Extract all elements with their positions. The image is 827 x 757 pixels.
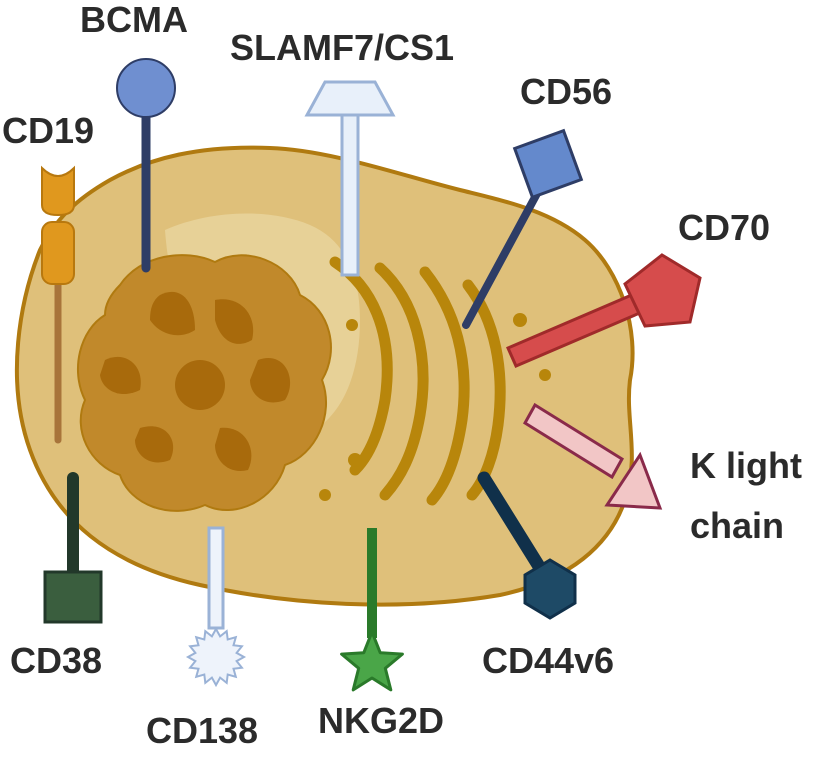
cd56-head xyxy=(512,128,584,200)
label-bcma: BCMA xyxy=(80,0,188,40)
chromatin-lobe xyxy=(215,299,254,344)
bcma-head xyxy=(116,58,176,118)
cd44v6-head xyxy=(523,558,577,620)
label-cd56: CD56 xyxy=(520,71,612,112)
er-vesicles xyxy=(319,313,551,501)
cd19-head-bottom xyxy=(41,221,75,285)
cd19-head-top xyxy=(41,165,75,217)
chromatin-lobe xyxy=(215,427,252,471)
cd56-receptor xyxy=(462,128,584,329)
er-stripe xyxy=(419,266,470,506)
er-vesicle xyxy=(319,489,331,501)
cd38-head xyxy=(43,570,103,624)
endoplasmic-reticulum xyxy=(329,256,506,506)
label-slamf7: SLAMF7/CS1 xyxy=(230,27,454,68)
er-stripe xyxy=(374,262,429,501)
cd44v6-stem xyxy=(477,471,547,575)
bcma-receptor xyxy=(116,58,176,273)
slamf7-receptor xyxy=(304,80,396,277)
label-cd70: CD70 xyxy=(678,207,770,248)
cd56-stem xyxy=(462,184,544,329)
cd138-stem xyxy=(207,526,225,630)
cd138-receptor xyxy=(185,526,247,688)
label-cd19: CD19 xyxy=(2,110,94,151)
cd19-receptor xyxy=(41,165,75,444)
k-light-arrowhead xyxy=(604,451,663,510)
chromatin-lobe xyxy=(250,358,291,403)
nkg2d-receptor xyxy=(340,528,404,692)
k-light-shaft xyxy=(522,402,625,480)
nkg2d-head xyxy=(340,630,404,692)
label-k-light-line1: K light xyxy=(690,445,802,486)
cd38-receptor xyxy=(43,472,103,624)
slamf7-head xyxy=(304,80,396,117)
label-cd138: CD138 xyxy=(146,710,258,751)
label-k-light-line2: chain xyxy=(690,505,784,546)
k-light-chain xyxy=(522,402,663,510)
chromatin-center xyxy=(175,360,225,410)
chromatin-lobe xyxy=(100,356,141,395)
er-vesicle xyxy=(348,453,362,467)
cd70-receptor xyxy=(506,253,702,368)
er-vesicle xyxy=(346,319,358,331)
chromatin-lobe xyxy=(150,291,195,336)
cd138-head xyxy=(185,626,247,688)
label-nkg2d: NKG2D xyxy=(318,700,444,741)
label-cd38: CD38 xyxy=(10,640,102,681)
er-vesicle xyxy=(539,369,551,381)
cd70-head xyxy=(623,253,702,328)
slamf7-stem xyxy=(340,113,360,277)
chromatin xyxy=(100,291,291,471)
label-cd44v6: CD44v6 xyxy=(482,640,614,681)
chromatin-lobe xyxy=(135,426,174,463)
cd44v6-receptor xyxy=(477,471,577,620)
er-stripe xyxy=(329,256,393,476)
er-vesicle xyxy=(513,313,527,327)
